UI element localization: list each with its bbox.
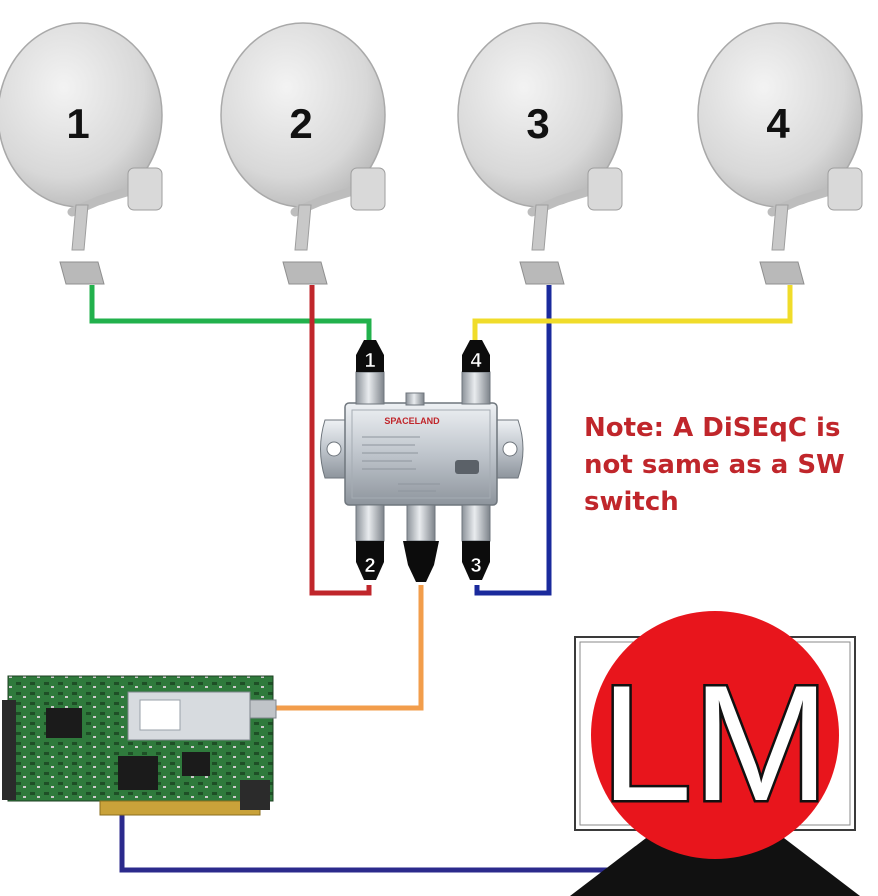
cables <box>89 285 793 873</box>
port-number: 4 <box>470 350 482 372</box>
cable-dish-3 <box>474 285 552 596</box>
dish-number: 4 <box>766 100 790 147</box>
switch-port-1: 1 <box>356 340 384 372</box>
logo-text: LM <box>600 651 829 835</box>
cable-card-to-pc <box>119 812 610 873</box>
dish-number: 2 <box>289 100 312 147</box>
switch-brand: SPACELAND <box>384 416 440 426</box>
lm-logo: LM <box>591 611 839 859</box>
chip <box>46 708 82 738</box>
pci-edge-connector <box>99 800 261 816</box>
dish-number: 3 <box>526 100 549 147</box>
cable-dish-2 <box>309 285 372 596</box>
cable-dish-4 <box>472 285 793 345</box>
switch-port-4: 4 <box>462 340 490 372</box>
cable-switch-output <box>272 585 424 711</box>
switch-label-lines <box>362 436 440 492</box>
satellite-dish-3: 3 <box>457 22 623 285</box>
satellite-dish-4: 4 <box>697 22 863 285</box>
note-line-2: not same as a SW <box>584 450 845 480</box>
satellite-dish-2: 2 <box>220 22 386 285</box>
dish-number: 1 <box>66 100 89 147</box>
tv-tuner-card <box>2 675 277 816</box>
port-number: 2 <box>364 555 375 577</box>
switch-logo-badge <box>455 460 479 474</box>
switch-port-output <box>403 541 439 582</box>
chip <box>182 752 210 776</box>
note-line-1: Note: A DiSEqC is <box>584 413 841 443</box>
switch-port-3: 3 <box>462 541 490 580</box>
cable-dish-1 <box>89 285 372 345</box>
satellite-dish-1: 1 <box>0 22 163 285</box>
note-line-3: switch <box>584 487 679 517</box>
monitor-stand <box>570 835 860 896</box>
port-number: 3 <box>470 555 481 577</box>
diseqc-note: Note: A DiSEqC is not same as a SW switc… <box>584 410 874 521</box>
port-number: 1 <box>364 350 375 372</box>
chip <box>118 756 158 790</box>
switch-port-2: 2 <box>356 541 384 580</box>
diseqc-switch: SPACELAND 1 4 2 <box>320 340 524 582</box>
